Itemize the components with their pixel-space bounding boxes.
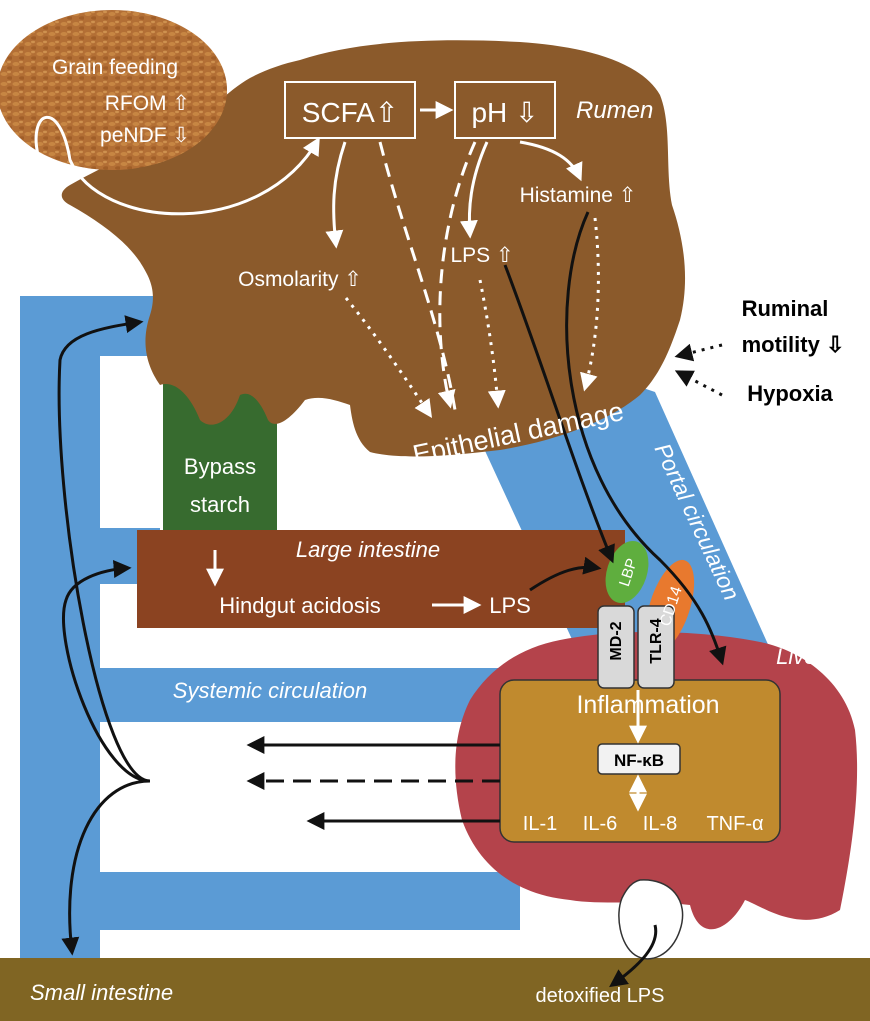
md2-receptor	[597, 605, 635, 689]
ph-label: pH ⇩	[471, 97, 538, 128]
grain-feeding-label: Grain feeding	[52, 56, 178, 79]
hindgut-acidosis-label: Hindgut acidosis	[219, 593, 380, 618]
ruminal-motility-label-1: Ruminal	[742, 296, 829, 321]
starch-label: starch	[190, 492, 250, 517]
tlr4-receptor	[637, 605, 675, 689]
rumen-pathway-arrows	[34, 101, 647, 812]
histamine-label: Histamine ⇧	[520, 184, 637, 207]
detoxified-lps-label: detoxified LPS	[536, 985, 665, 1007]
grain-pile-shade	[0, 10, 227, 170]
ruminal-motility-label-2: motility ⇩	[742, 332, 845, 357]
scfa-box	[284, 81, 416, 139]
grain-pile	[0, 10, 227, 170]
black-pathway-arrows	[57, 211, 727, 988]
small-intestine-title: Small intestine	[30, 980, 173, 1005]
scfa-label: SCFA⇧	[302, 97, 399, 128]
hypoxia-label: Hypoxia	[747, 381, 833, 406]
large-intestine-title: Large intestine	[296, 537, 440, 562]
nfkb-box	[597, 743, 681, 775]
cytokines-output-label: Cytokines	[186, 811, 274, 833]
il6-label: IL-6	[583, 813, 617, 835]
tnfa-label: TNF-α	[706, 813, 763, 835]
ph-box	[454, 81, 556, 139]
il1-label: IL-1	[523, 813, 557, 835]
systemic-circulation-label: Systemic circulation	[173, 678, 367, 703]
hindgut-lps-label: LPS	[489, 593, 531, 618]
bypass-label: Bypass	[184, 454, 256, 479]
tlr4-label: TLR-4	[648, 618, 665, 663]
app-output-label: APP	[180, 735, 220, 757]
rfom-label: RFOM ⇧	[105, 92, 190, 115]
il8-label: IL-8	[643, 813, 677, 835]
rumen-title: Rumen	[576, 97, 653, 124]
rumen-lps-label: LPS ⇧	[450, 244, 513, 267]
small-intestine-bar	[0, 958, 870, 1021]
external-factor-arrows	[674, 343, 723, 397]
inflammation-label: Inflammation	[576, 691, 719, 719]
lps-output-label: LPS	[181, 771, 219, 793]
lbp-receptor	[605, 540, 649, 604]
osmolarity-label: Osmolarity ⇧	[238, 268, 362, 291]
gallbladder	[618, 879, 684, 960]
nfkb-label: NF-κB	[614, 751, 664, 770]
liver-title: Liver	[776, 644, 825, 669]
pendf-label: peNDF ⇩	[100, 124, 190, 147]
md2-label: MD-2	[608, 621, 625, 660]
